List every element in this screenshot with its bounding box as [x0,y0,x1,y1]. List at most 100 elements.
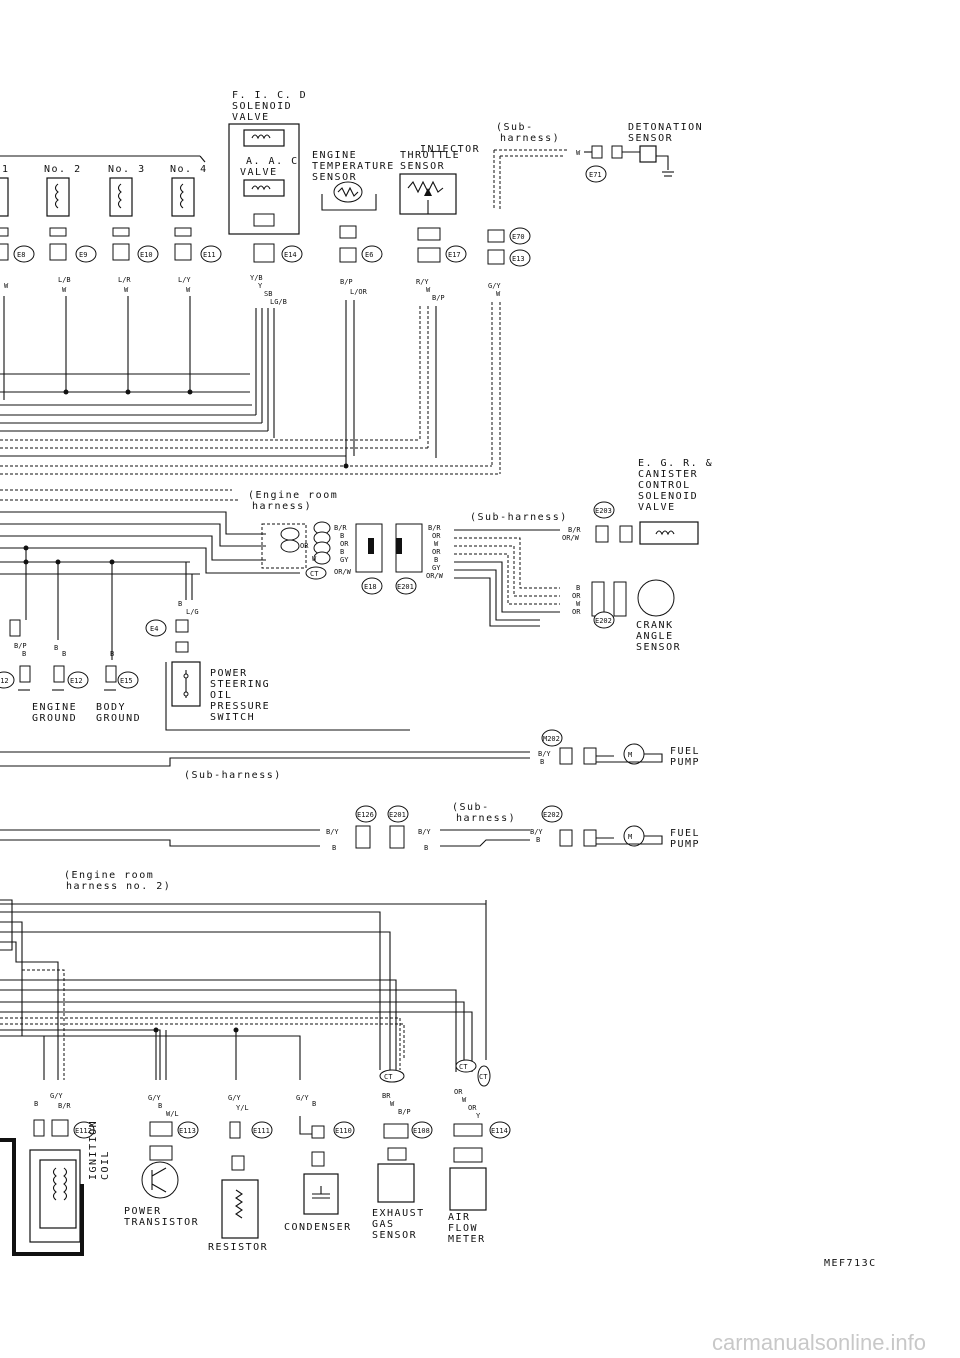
connector-ct1: CT [305,566,327,580]
condenser-label: CONDENSER [284,1222,352,1233]
svg-text:VALVE: VALVE [232,112,270,123]
svg-text:Y/B: Y/B [250,274,263,282]
svg-text:G/Y: G/Y [296,1094,309,1102]
svg-text:M: M [628,751,632,759]
injector-1-label: 1 [2,164,10,175]
svg-text:E202: E202 [595,617,612,625]
injector-4 [171,177,195,217]
body-ground-label: BODY GROUND [96,702,140,724]
svg-text:METER: METER [448,1234,486,1245]
svg-text:CRANK: CRANK [636,620,674,631]
connector-e71: E71 [585,165,607,183]
wire-ficd: Y/B Y SB LG/B [250,274,287,306]
egr-label: E. G. R. & CANISTER CONTROL SOLENOID VAL… [638,458,713,513]
svg-text:AIR: AIR [448,1212,471,1223]
svg-text:R/Y: R/Y [416,278,429,286]
svg-text:ANGLE: ANGLE [636,631,674,642]
svg-text:OIL: OIL [210,690,233,701]
svg-text:E71: E71 [589,171,602,179]
svg-text:B: B [312,1100,316,1108]
connector-e70: E70 [509,227,531,245]
ignition-coil-label: IGNITION COIL [88,1120,111,1180]
svg-text:Y: Y [258,282,263,290]
egr-valve: B/R OR/W [562,521,699,545]
svg-text:harness): harness) [500,133,560,144]
svg-text:B: B [332,844,336,852]
svg-text:E70: E70 [512,233,525,241]
svg-text:E201: E201 [397,583,414,591]
connector-e126: E126 [355,805,377,823]
harness-connectors-left: OR W [261,521,331,569]
svg-text:SOLENOID: SOLENOID [232,101,292,112]
resistor [221,1121,259,1239]
svg-text:OR: OR [572,608,581,616]
connector-e6: E6 [361,245,383,263]
svg-text:E. G. R. &: E. G. R. & [638,458,713,469]
svg-text:B/Y: B/Y [530,828,543,836]
wire-inj3-a: L/R [118,276,131,284]
fuel-pump-1: B/Y B M [538,743,663,766]
svg-text:E12: E12 [0,677,9,685]
svg-text:OR: OR [468,1104,477,1112]
svg-text:G/Y: G/Y [148,1094,161,1102]
svg-text:F. I. C. D: F. I. C. D [232,90,307,101]
svg-text:E108: E108 [413,1127,430,1135]
svg-text:B/Y: B/Y [418,828,431,836]
connector-ct2: CT [379,1069,405,1083]
connector-e114: E114 [489,1121,511,1139]
svg-text:ENGINE: ENGINE [312,150,357,161]
ground-connectors: B/P B B B B [9,619,117,691]
exhaust-sensor [377,1123,415,1203]
power-transistor [141,1121,179,1199]
svg-text:B/R: B/R [334,524,347,532]
svg-text:B: B [576,584,580,592]
connector-e113: E113 [177,1121,199,1139]
svg-text:FLOW: FLOW [448,1223,478,1234]
svg-text:COIL: COIL [100,1150,111,1180]
connector-e12-a: E12 [0,671,15,689]
injector-1 [0,177,9,217]
svg-text:W: W [576,600,581,608]
wire-temp-b: L/OR [350,288,368,296]
svg-text:(Sub-: (Sub- [496,122,534,133]
svg-text:GY: GY [432,564,441,572]
exhaust-label: EXHAUST GAS SENSOR [372,1208,423,1241]
svg-text:W: W [462,1096,467,1104]
connector-e8: E8 [13,245,35,263]
svg-text:E202: E202 [543,811,560,819]
svg-text:GROUND: GROUND [32,713,77,724]
svg-text:B: B [536,836,540,844]
svg-text:W: W [434,540,439,548]
svg-text:B/R: B/R [428,524,441,532]
svg-text:OR/W: OR/W [562,534,580,542]
throttle-sensor [399,173,457,263]
wire-e4-a: B [178,600,182,608]
fuel-pump-1-label: FUEL PUMP [670,746,699,768]
detonation-sensor: W [493,145,674,210]
connector-e10: E10 [137,245,159,263]
svg-text:E6: E6 [365,251,373,259]
airflow-label: AIR FLOW METER [448,1212,486,1245]
svg-text:E11: E11 [203,251,216,259]
svg-text:GY: GY [340,556,349,564]
svg-text:A. A. C: A. A. C [246,156,299,167]
detonation-label: DETONATION SENSOR [628,122,702,144]
svg-text:(Engine room: (Engine room [248,490,338,501]
svg-text:SENSOR: SENSOR [636,642,681,653]
svg-text:SWITCH: SWITCH [210,712,255,723]
svg-text:E111: E111 [253,1127,270,1135]
injector-3 [109,177,133,217]
svg-text:OR: OR [454,1088,463,1096]
engine-room-harness-label: (Engine room harness) [248,490,338,512]
svg-text:E14: E14 [284,251,297,259]
wire-harness-left: B/R B OR B GY OR/W [334,524,352,576]
svg-text:G/Y: G/Y [50,1092,63,1100]
svg-text:B/P: B/P [398,1108,411,1116]
svg-text:B/R: B/R [58,1102,71,1110]
sub-harness-mid-label: (Sub-harness) [470,512,566,523]
svg-text:OR: OR [340,540,349,548]
wire-res: G/Y Y/L [228,1094,249,1112]
wire-inj1: W [4,282,9,290]
connector-e201: E201 [395,577,417,595]
connector-e202b: E202 [541,805,563,823]
